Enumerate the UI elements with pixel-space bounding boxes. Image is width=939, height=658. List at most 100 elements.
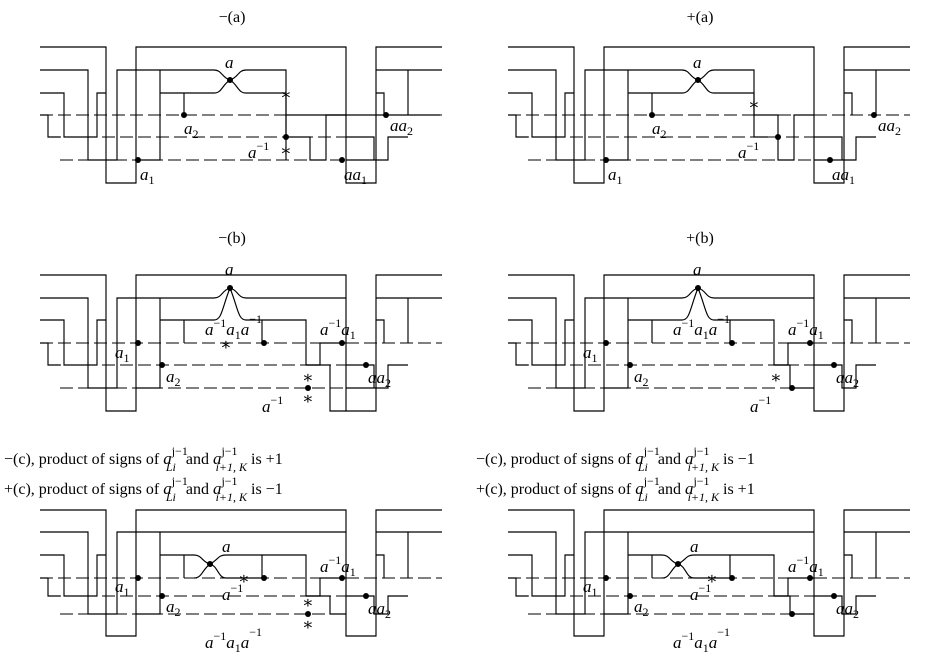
label-a-inverse-a1: a−1a1 xyxy=(320,316,356,342)
asterisk-mark: ∗ xyxy=(302,615,314,634)
panel-title-plus-b: +(b) xyxy=(686,230,714,247)
crossing-dot xyxy=(383,112,389,118)
label-a-inverse-a1: a−1a1 xyxy=(320,553,356,579)
crossing-dot xyxy=(227,285,233,291)
crossing-dot xyxy=(363,593,369,599)
label-aa2: aa2 xyxy=(368,368,391,390)
asterisk-mark: ∗ xyxy=(302,368,314,387)
label-aa2: aa2 xyxy=(836,368,859,390)
label-a-inverse-a1-a2-inverse: a−1a1a−1 xyxy=(205,312,262,342)
crossing-dot xyxy=(729,575,735,581)
crossing-dot xyxy=(603,157,609,163)
crossing-dot xyxy=(789,385,795,391)
label-a2: a2 xyxy=(166,367,181,389)
panel-c-left: ∗ ∗ ∗ a a−1 a1 a2 a−1a1 aa2 a−1a1a−1 xyxy=(40,509,442,655)
label-a2: a2 xyxy=(166,597,181,619)
label-a-inverse-a1-a2-inverse: a−1a1a−1 xyxy=(205,625,262,655)
label-a: a xyxy=(225,53,234,72)
label-a-inverse-a1: a−1a1 xyxy=(788,316,824,342)
crossing-dot xyxy=(729,340,735,346)
label-a-inverse-a1-a2-inverse: a−1a1a−1 xyxy=(673,625,730,655)
label-a2: a2 xyxy=(184,119,199,141)
crossing-dot xyxy=(339,575,345,581)
label-aa2: aa2 xyxy=(836,599,859,621)
crossing-dot xyxy=(807,575,813,581)
label-a-inverse: a−1 xyxy=(222,581,243,604)
label-a2: a2 xyxy=(634,597,649,619)
label-a-inverse: a−1 xyxy=(248,139,269,162)
crossing-dot xyxy=(339,340,345,346)
panel-c-right: ∗ a a−1 a1 a2 a−1a1 aa2 a−1a1a−1 xyxy=(508,509,910,655)
label-a1: a1 xyxy=(608,165,623,187)
label-a2: a2 xyxy=(634,367,649,389)
label-a-inverse: a−1 xyxy=(738,139,759,162)
crossing-dot xyxy=(159,593,165,599)
label-a: a xyxy=(225,260,234,279)
asterisk-mark: ∗ xyxy=(280,141,292,160)
panel-minus-b: ∗ ∗ ∗ a a−1a1a−1 a1 a2 a−1a1 aa2 a−1 xyxy=(40,260,442,416)
panel-title-minus-a: −(a) xyxy=(219,9,246,26)
crossing-dot xyxy=(807,340,813,346)
crossing-dot xyxy=(305,385,311,391)
asterisk-mark: ∗ xyxy=(302,593,314,612)
asterisk-mark: ∗ xyxy=(220,335,232,354)
asterisk-mark: ∗ xyxy=(238,569,250,588)
label-a-inverse: a−1 xyxy=(262,393,283,416)
crossing-dot xyxy=(775,134,781,140)
crossing-dot xyxy=(159,362,165,368)
crossing-dot xyxy=(695,285,701,291)
asterisk-mark: ∗ xyxy=(748,95,760,114)
crossing-dot xyxy=(603,340,609,346)
label-a-inverse-a1-a2-inverse: a−1a1a−1 xyxy=(673,312,730,342)
crossing-dot xyxy=(181,112,187,118)
label-a: a xyxy=(690,537,699,556)
label-a1: a1 xyxy=(115,577,130,599)
label-a: a xyxy=(222,537,231,556)
asterisk-mark: ∗ xyxy=(770,368,782,387)
label-aa2: aa2 xyxy=(390,116,413,138)
crossing-dot xyxy=(675,561,681,567)
label-a1: a1 xyxy=(115,343,130,365)
crossing-dot xyxy=(339,157,345,163)
crossing-dot xyxy=(207,561,213,567)
panel-title-minus-b: −(b) xyxy=(218,230,246,247)
crossing-dot xyxy=(831,362,837,368)
label-a1: a1 xyxy=(140,165,155,187)
panel-minus-a: ∗ ∗ a a2 a1 a−1 aa2 aa1 xyxy=(40,46,442,187)
crossing-dot xyxy=(283,134,289,140)
crossing-dot xyxy=(649,112,655,118)
panel-plus-b: ∗ a a−1a1a−1 a1 a2 a−1a1 aa2 a−1 xyxy=(508,260,910,416)
label-a: a xyxy=(693,53,702,72)
asterisk-mark: ∗ xyxy=(706,569,718,588)
crossing-dot xyxy=(627,593,633,599)
crossing-dot xyxy=(135,340,141,346)
asterisk-mark: ∗ xyxy=(280,85,292,104)
crossing-dot xyxy=(135,157,141,163)
crossing-dot xyxy=(603,575,609,581)
crossing-dot xyxy=(827,157,833,163)
crossing-dot xyxy=(789,611,795,617)
label-a2: a2 xyxy=(652,119,667,141)
crossing-dot xyxy=(261,575,267,581)
label-a-inverse-a1: a−1a1 xyxy=(788,553,824,579)
crossing-dot xyxy=(135,575,141,581)
label-a1: a1 xyxy=(583,577,598,599)
crossing-dot xyxy=(831,593,837,599)
label-aa1: aa1 xyxy=(344,165,367,187)
label-aa1: aa1 xyxy=(832,165,855,187)
label-a-inverse: a−1 xyxy=(690,581,711,604)
crossing-dot xyxy=(627,362,633,368)
label-aa2: aa2 xyxy=(878,116,901,138)
label-a1: a1 xyxy=(583,343,598,365)
crossing-dot xyxy=(261,340,267,346)
crossing-dot xyxy=(871,112,877,118)
crossing-dot xyxy=(363,362,369,368)
panel-plus-a: ∗ a a2 a1 a−1 aa2 aa1 xyxy=(508,46,910,187)
crossing-dot xyxy=(227,77,233,83)
label-aa2: aa2 xyxy=(368,599,391,621)
